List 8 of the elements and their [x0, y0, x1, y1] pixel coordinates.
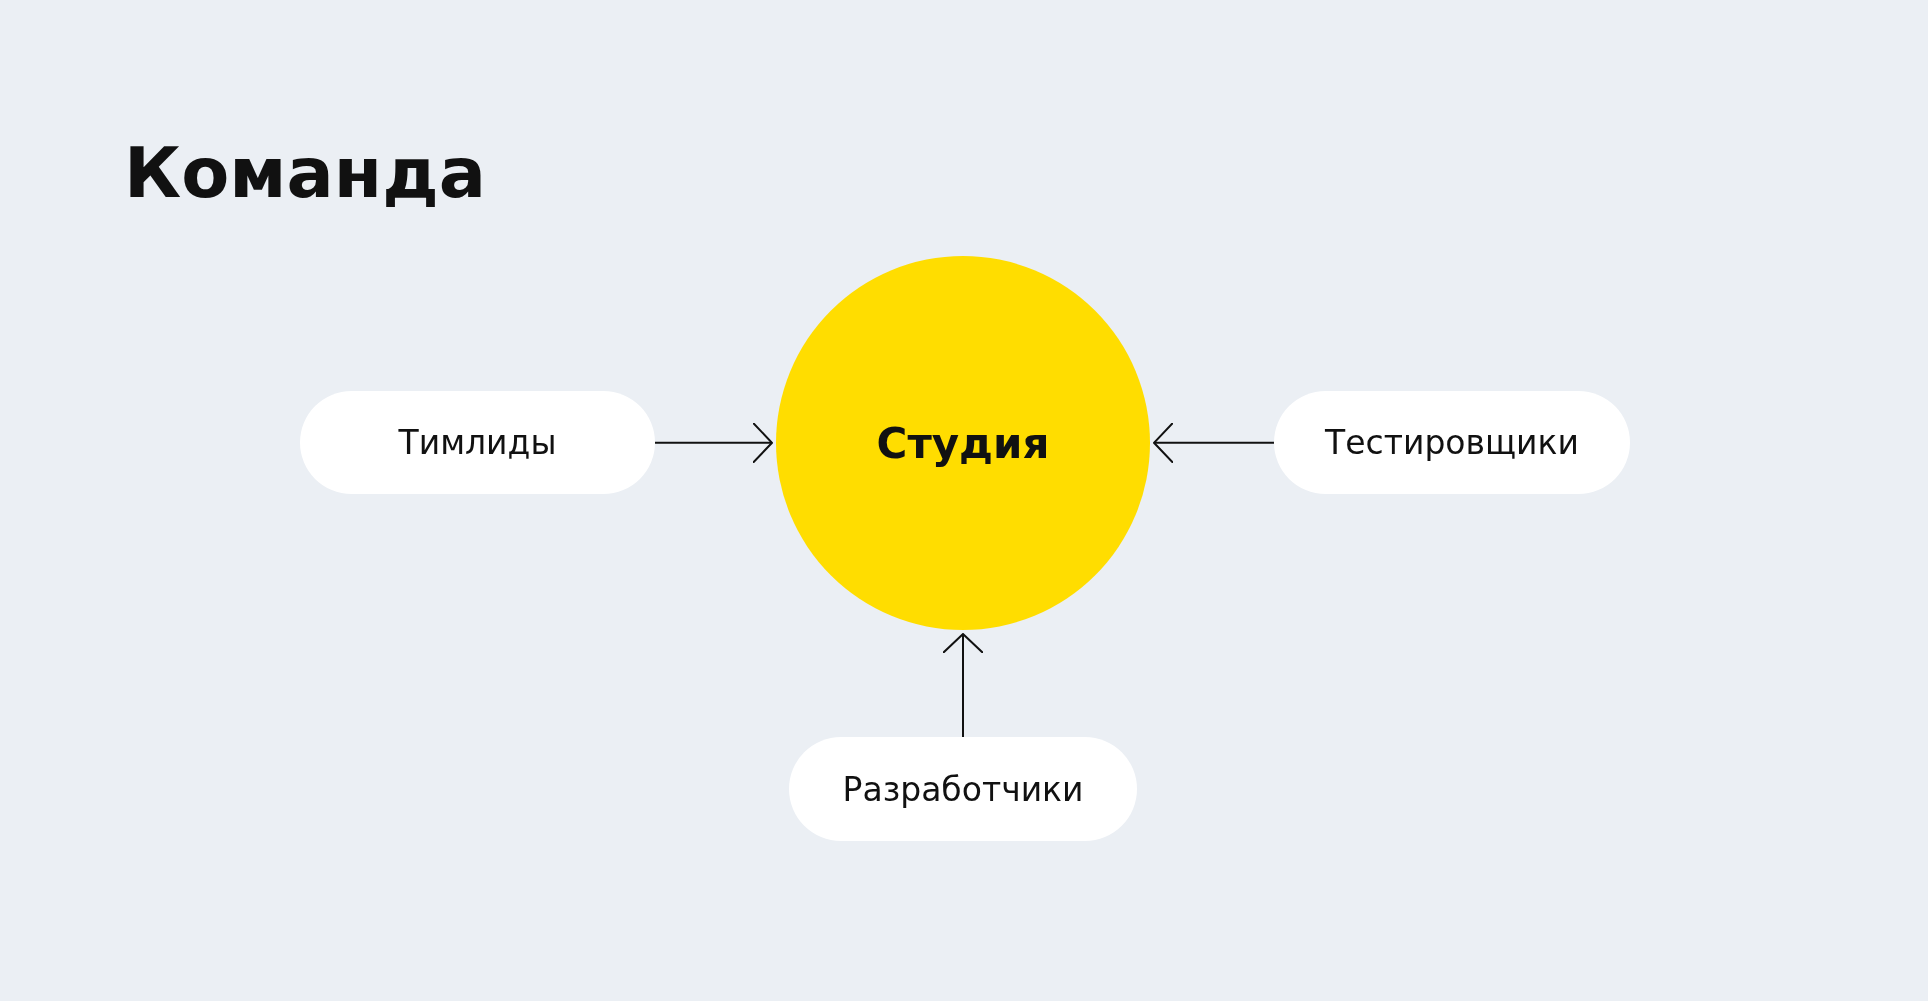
arrow — [1153, 421, 1275, 464]
pill-node: Разработчики — [789, 737, 1137, 841]
circle-node: Студия — [776, 256, 1150, 630]
pill-node: Тестировщики — [1274, 391, 1630, 494]
arrow — [942, 633, 984, 738]
arrow — [654, 421, 773, 464]
title: Команда — [124, 132, 486, 214]
pill-node: Тимлиды — [300, 391, 655, 494]
